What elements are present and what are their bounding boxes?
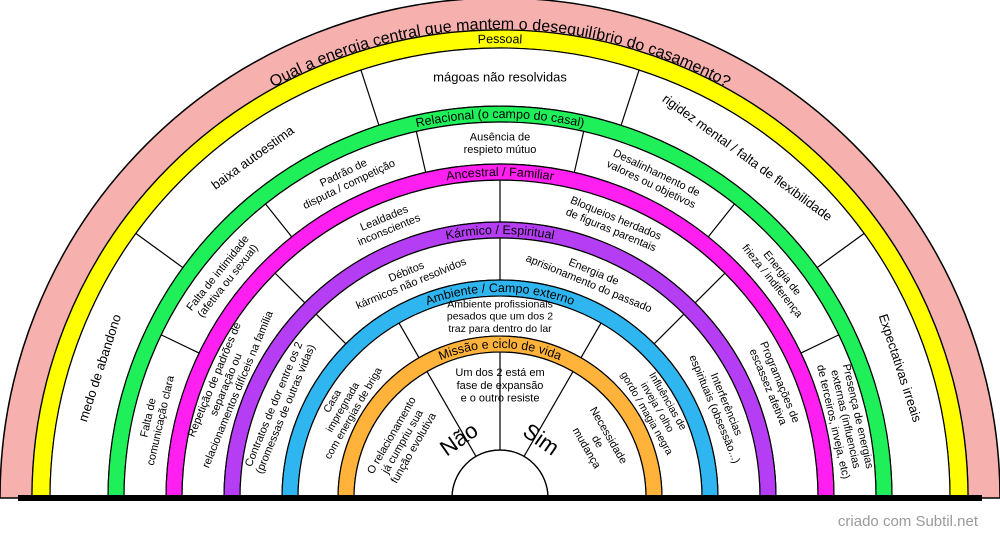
divider-missao-2 xyxy=(523,371,574,457)
divider-relacional-4 xyxy=(573,131,585,173)
divider-pessoal-4 xyxy=(816,233,865,269)
divider-ambiente-2 xyxy=(580,322,602,359)
divider-ancestral-3 xyxy=(694,272,726,304)
divider-pessoal-1 xyxy=(135,233,184,269)
divider-karmico-3 xyxy=(653,313,685,345)
divider-pessoal-2 xyxy=(360,69,380,126)
band-label-ancestral: Ancestral / Familiar xyxy=(445,165,555,183)
divider-relacional-2 xyxy=(265,203,293,238)
divider-relacional-3 xyxy=(415,131,427,173)
band-label-karmico: Kármico / Espiritual xyxy=(444,223,555,242)
item-pessoal-2: mágoas não resolvidas xyxy=(433,70,567,85)
divider-missao-1 xyxy=(426,371,477,457)
divider-relacional-6 xyxy=(800,334,840,354)
credit-text: criado com Subtil.net xyxy=(837,513,978,530)
divider-relacional-1 xyxy=(160,334,200,354)
divider-pessoal-3 xyxy=(620,69,640,126)
center-arc xyxy=(451,449,549,499)
band-label-pessoal: Pessoal xyxy=(478,32,523,47)
divider-relacional-5 xyxy=(707,203,735,238)
divider-ancestral-1 xyxy=(274,272,306,304)
divider-ambiente-1 xyxy=(398,322,420,359)
divider-karmico-1 xyxy=(315,313,347,345)
